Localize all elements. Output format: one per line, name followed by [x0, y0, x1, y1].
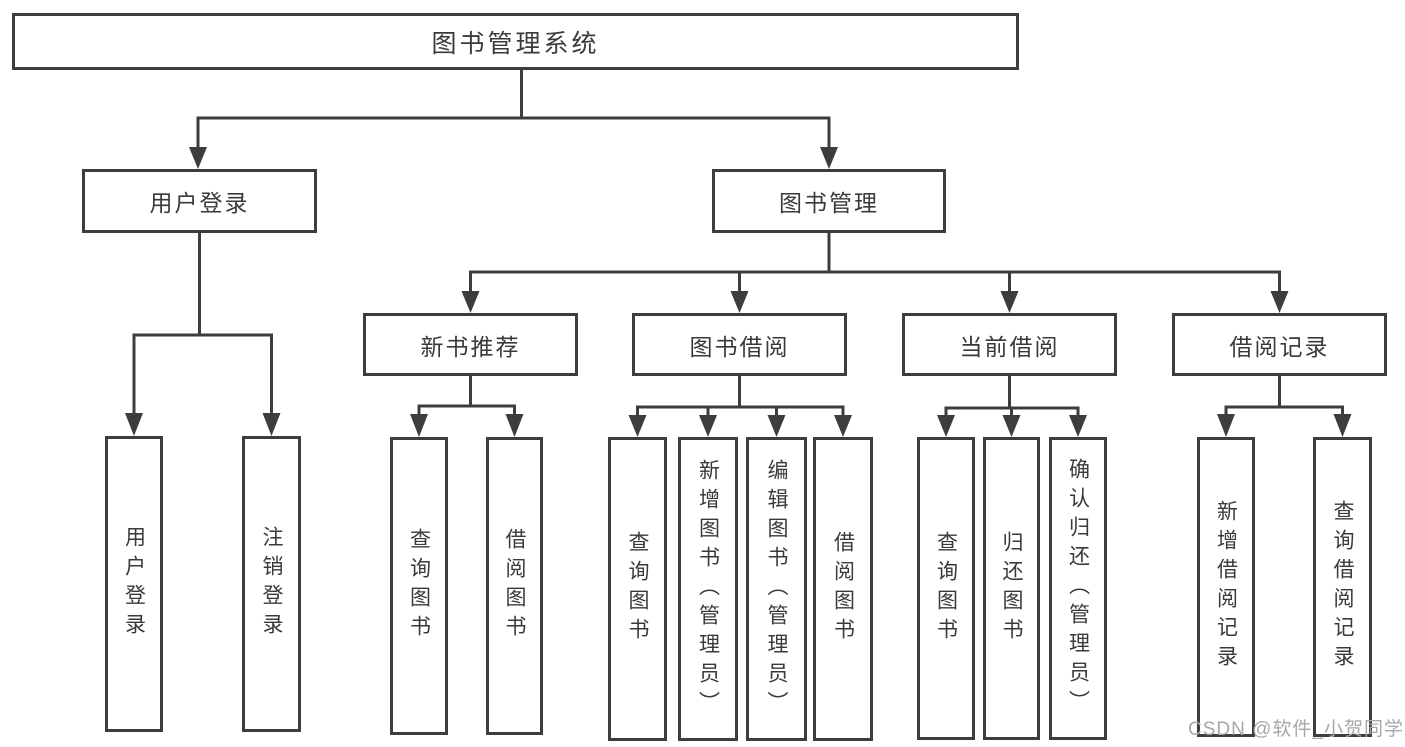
- watermark: CSDN @软件_小贺同学: [1188, 719, 1404, 740]
- leaf-query-books-recommend: 查询图书: [390, 437, 448, 735]
- node-library-management-system: 图书管理系统: [12, 13, 1019, 70]
- leaf-add-borrow-record: 新增借阅记录: [1197, 437, 1255, 737]
- leaf-edit-books-admin: 编辑图书（管理员）: [746, 437, 807, 741]
- leaf-confirm-return-admin: 确认归还（管理员）: [1049, 437, 1107, 740]
- leaf-query-borrow-record: 查询借阅记录: [1313, 437, 1372, 737]
- leaf-borrow-books: 借阅图书: [813, 437, 873, 741]
- leaf-query-books-borrow: 查询图书: [608, 437, 667, 741]
- node-new-book-recommend: 新书推荐: [363, 313, 578, 376]
- node-book-management: 图书管理: [712, 169, 946, 233]
- leaf-add-books-admin: 新增图书（管理员）: [678, 437, 738, 741]
- node-user-login: 用户登录: [82, 169, 317, 233]
- leaf-borrow-books-recommend: 借阅图书: [486, 437, 543, 735]
- node-borrow-record: 借阅记录: [1172, 313, 1387, 376]
- leaf-logout: 注销登录: [242, 436, 301, 732]
- node-current-borrow: 当前借阅: [902, 313, 1117, 376]
- leaf-query-books-current: 查询图书: [917, 437, 975, 740]
- leaf-return-books: 归还图书: [983, 437, 1040, 740]
- node-book-borrow: 图书借阅: [632, 313, 847, 376]
- leaf-user-login: 用户登录: [105, 436, 163, 732]
